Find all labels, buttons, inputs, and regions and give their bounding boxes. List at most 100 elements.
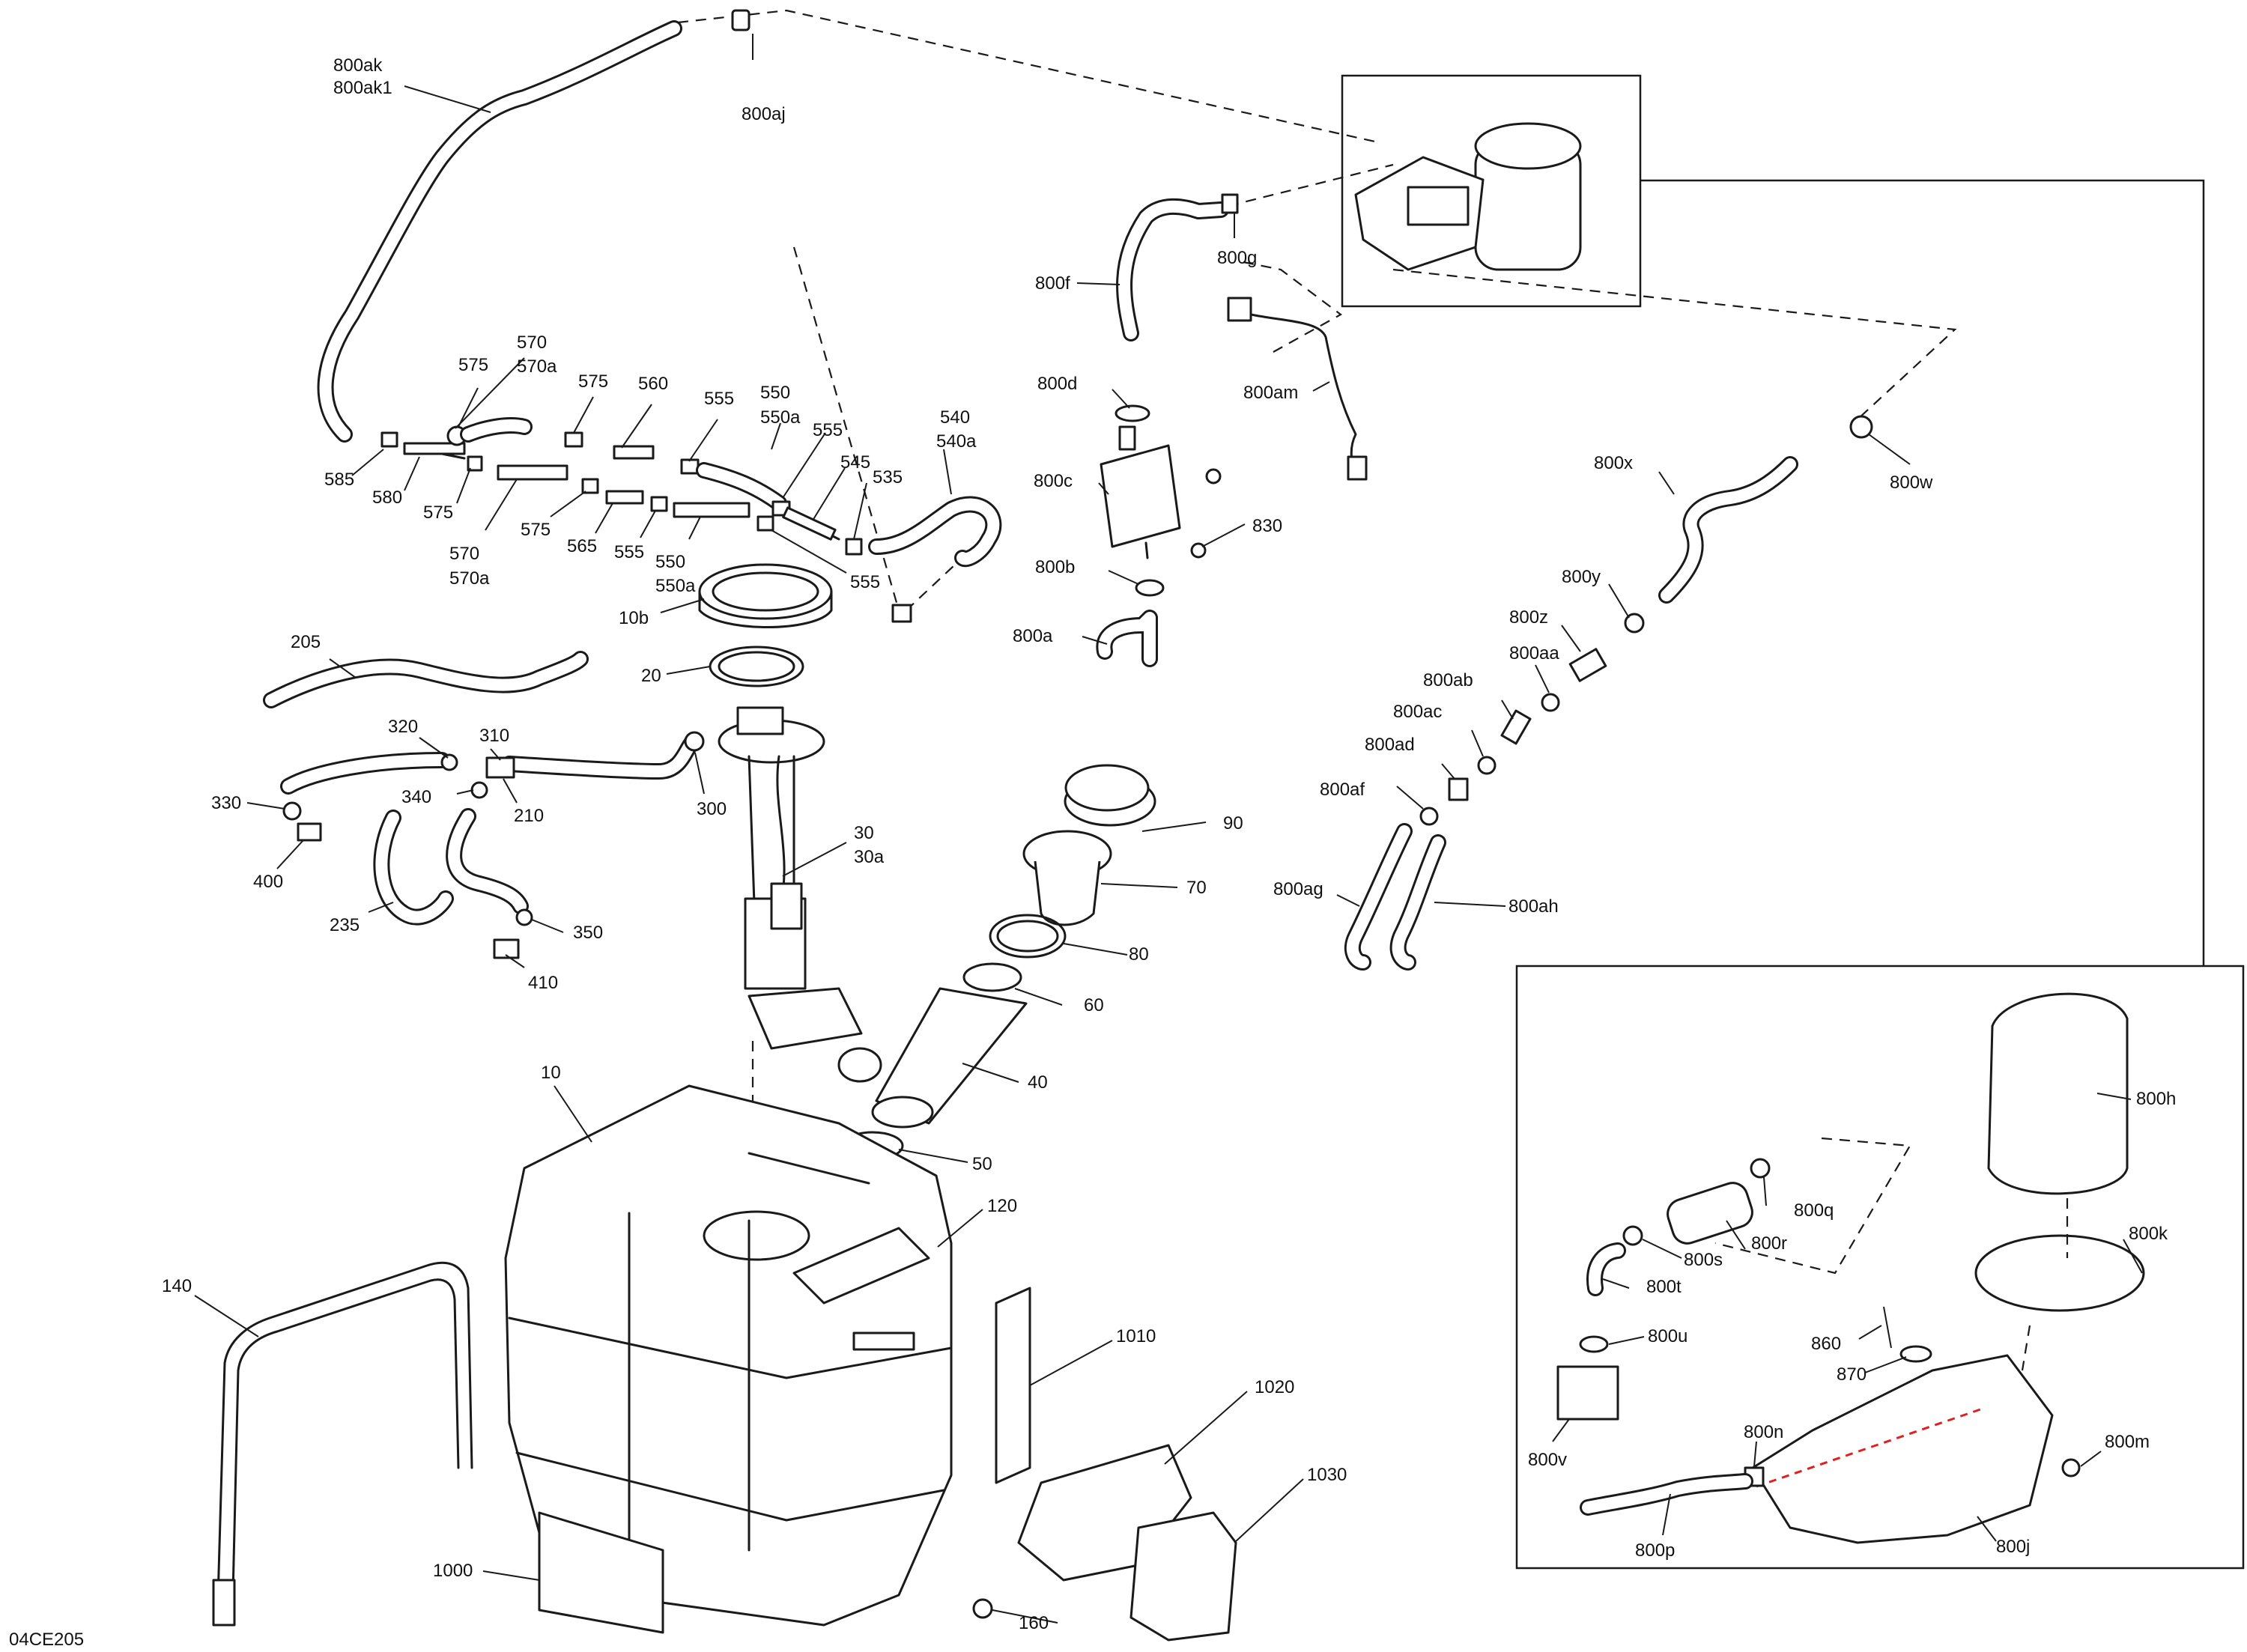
callout-800s: 800s (1684, 1250, 1723, 1270)
valve-560 (613, 445, 655, 460)
callout-800ak1: 800ak1 (333, 78, 392, 98)
clamp-575-b (564, 431, 583, 448)
clamp-535 (845, 538, 863, 556)
callout-320: 320 (388, 717, 418, 737)
hoses-800ag-800ah (1344, 823, 1446, 971)
callout-800ah: 800ah (1508, 896, 1559, 917)
callout-860: 860 (1811, 1334, 1841, 1354)
callout-800b: 800b (1035, 557, 1075, 577)
clamp-575-c (467, 455, 483, 472)
callout-800q: 800q (1794, 1200, 1834, 1221)
callout-570a-top: 570a (517, 356, 557, 377)
hose-800a (1096, 610, 1158, 667)
canister-800h (1987, 992, 2129, 1195)
canister-inset-artwork (1354, 122, 1582, 271)
callout-570a-bot: 570a (449, 568, 490, 589)
bolt-860 (1883, 1306, 1892, 1349)
fuel-pump-30 (718, 706, 882, 1083)
callout-330: 330 (211, 793, 241, 813)
assembly-dashed-lines (677, 9, 2069, 1371)
callout-800w: 800w (1890, 473, 1933, 493)
clamp-800y (1624, 613, 1645, 634)
clip-800w (1849, 415, 1873, 439)
hose-800ak (317, 20, 682, 443)
callout-120: 120 (987, 1196, 1017, 1216)
tube-550 (673, 502, 750, 518)
strap-800k (1974, 1234, 2145, 1312)
callout-800ag: 800ag (1273, 879, 1323, 899)
clamp-585 (380, 431, 398, 448)
inline-parts-800y-800af (1419, 613, 1645, 826)
callout-800g: 800g (1217, 248, 1257, 268)
washer-870 (1899, 1345, 1932, 1363)
callout-800m: 800m (2105, 1432, 2150, 1452)
callout-400: 400 (253, 872, 283, 892)
clamp-555-a (680, 458, 700, 475)
callout-800aj: 800aj (742, 104, 786, 124)
gasket-20 (709, 646, 804, 687)
callout-1030: 1030 (1307, 1465, 1347, 1485)
tee-310 (485, 756, 515, 779)
filter-800r (1667, 1182, 1753, 1245)
callout-30: 30 (854, 823, 874, 843)
callout-570-top: 570 (517, 332, 547, 353)
clamp-60 (962, 962, 1022, 992)
callout-800x: 800x (1594, 453, 1633, 473)
callout-40: 40 (1028, 1072, 1048, 1093)
callout-800n: 800n (1744, 1422, 1783, 1442)
callout-800u: 800u (1648, 1326, 1687, 1346)
harness-800am (1227, 297, 1368, 481)
hose-800f (1116, 193, 1239, 341)
detail-inset-artwork (1556, 992, 2145, 1544)
callout-70: 70 (1186, 878, 1207, 898)
callout-800c: 800c (1034, 471, 1073, 491)
clamp-800af (1419, 807, 1439, 826)
clamp-800g (1221, 193, 1239, 214)
callout-160: 160 (1019, 1613, 1049, 1633)
clamp-340 (470, 781, 488, 799)
clamp-800u (1579, 1335, 1609, 1353)
filler-hose-40 (871, 987, 1028, 1129)
callout-205: 205 (291, 632, 321, 652)
callout-800p: 800p (1635, 1540, 1675, 1561)
clamp-800ac (1477, 756, 1497, 775)
callout-800z: 800z (1509, 607, 1548, 628)
callout-800aa: 800aa (1509, 643, 1559, 663)
strap-140 (212, 1261, 473, 1627)
clamp-330 (282, 801, 302, 821)
callout-800k: 800k (2129, 1224, 2168, 1244)
callout-555-b: 555 (813, 420, 843, 440)
callout-800ad: 800ad (1365, 735, 1415, 755)
callout-90: 90 (1223, 813, 1243, 833)
callout-800t: 800t (1646, 1277, 1682, 1297)
callout-540: 540 (940, 407, 970, 428)
callout-800j: 800j (1996, 1537, 2030, 1557)
callout-300: 300 (697, 799, 727, 819)
diagram-id: 04CE205 (9, 1630, 84, 1650)
callout-580: 580 (372, 488, 402, 508)
heat-shield-1000 (538, 1511, 664, 1634)
vent-lines-300-410 (280, 731, 705, 959)
callout-830: 830 (1252, 516, 1282, 536)
callout-555-a: 555 (704, 389, 734, 409)
screw-830 (1190, 542, 1207, 559)
callout-10: 10 (541, 1063, 561, 1083)
tee-545 (782, 506, 837, 541)
valve-565 (605, 490, 644, 505)
callout-800h: 800h (2136, 1089, 2176, 1109)
callout-555-d: 555 (850, 572, 880, 592)
clamp-300 (684, 731, 705, 752)
callout-585: 585 (324, 470, 354, 490)
clip-540 (891, 604, 912, 623)
canister-inset-frame (1341, 74, 1642, 308)
callout-800a: 800a (1013, 626, 1053, 646)
callout-350: 350 (573, 923, 603, 943)
callout-575-d: 575 (521, 520, 551, 540)
callout-210: 210 (514, 806, 544, 826)
callout-50: 50 (972, 1154, 992, 1174)
clamp-320 (440, 753, 458, 771)
callout-235: 235 (330, 915, 360, 935)
callout-575-b: 575 (578, 371, 608, 392)
bracket-800j (1751, 1354, 2054, 1544)
callout-535: 535 (873, 467, 903, 488)
